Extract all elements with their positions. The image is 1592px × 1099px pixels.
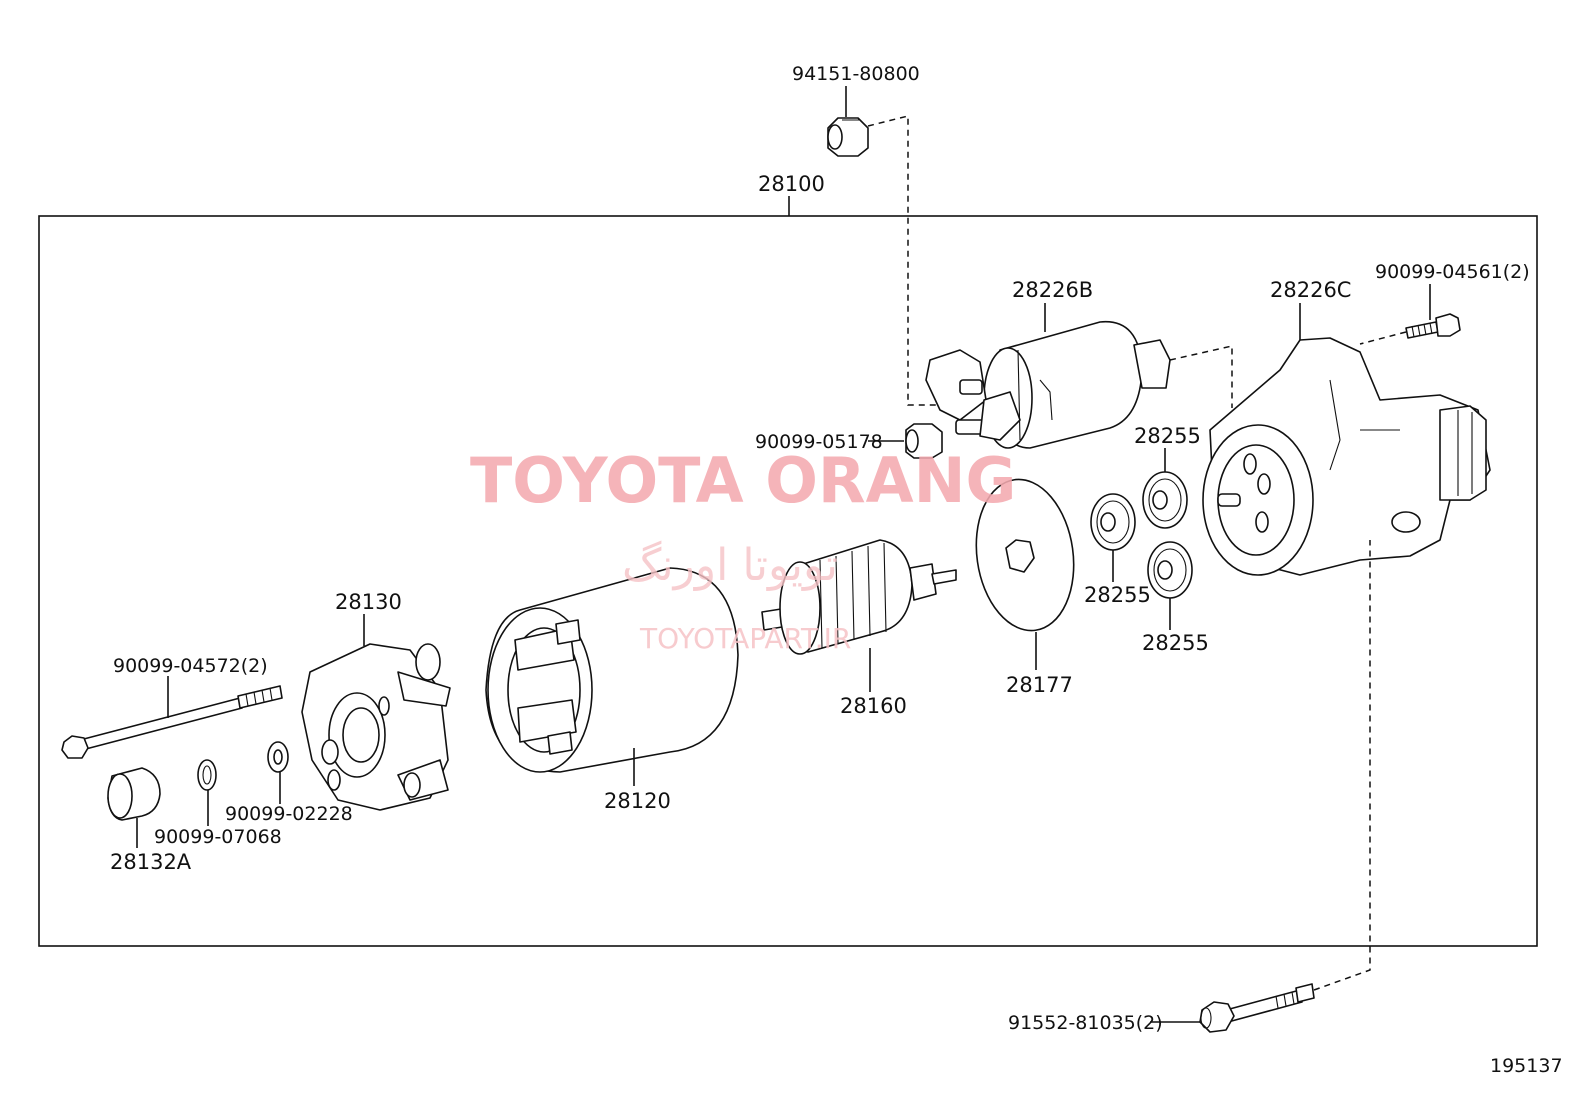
watermark-farsi: تویوتا اورنگ: [622, 540, 838, 591]
assembly-frame: [38, 215, 1538, 947]
watermark-main: TOYOTA ORANG: [470, 444, 1016, 517]
nut-94151-part[interactable]: [827, 117, 869, 157]
assembly-label[interactable]: 28100: [758, 172, 825, 196]
cap-label[interactable]: 28132A: [110, 850, 192, 874]
gear-bottom-part[interactable]: [1147, 541, 1193, 599]
armature-part[interactable]: [761, 539, 957, 655]
nut-94151-label[interactable]: 94151-80800: [792, 63, 920, 85]
housing-label[interactable]: 28226C: [1270, 278, 1351, 302]
nut-05178-part[interactable]: [905, 423, 943, 459]
bolt-91552-label[interactable]: 91552-81035(2): [1008, 1012, 1163, 1034]
screw-04561-part[interactable]: [1405, 313, 1461, 339]
cap-part[interactable]: [107, 767, 161, 821]
through-bolt-label[interactable]: 90099-04572(2): [113, 655, 268, 677]
gear-top-label[interactable]: 28255: [1134, 424, 1201, 448]
housing-part[interactable]: [1202, 337, 1491, 576]
through-bolt-part[interactable]: [61, 685, 283, 759]
clip-07068-part[interactable]: [197, 759, 217, 791]
yoke-part[interactable]: [485, 567, 739, 773]
screw-04561-dashline: [1359, 331, 1407, 345]
solenoid-dashline: [1169, 345, 1233, 408]
yoke-label[interactable]: 28120: [604, 789, 671, 813]
bolt-91552-dashline: [1313, 540, 1371, 991]
end-frame-part[interactable]: [301, 643, 451, 811]
solenoid-part[interactable]: [925, 320, 1171, 449]
cover-plate-label[interactable]: 28177: [1006, 673, 1073, 697]
washer-02228-part[interactable]: [267, 741, 289, 773]
watermark-sub: TOYOTAPART.IR: [639, 622, 851, 655]
end-frame-label[interactable]: 28130: [335, 590, 402, 614]
gear-top-part[interactable]: [1142, 471, 1188, 529]
gear-bottom-label[interactable]: 28255: [1142, 631, 1209, 655]
clip-07068-label[interactable]: 90099-07068: [154, 826, 282, 848]
washer-02228-label[interactable]: 90099-02228: [225, 803, 353, 825]
bolt-91552-part[interactable]: [1199, 983, 1315, 1033]
gear-left-label[interactable]: 28255: [1084, 583, 1151, 607]
solenoid-label[interactable]: 28226B: [1012, 278, 1093, 302]
nut-05178-label[interactable]: 90099-05178: [755, 431, 883, 453]
cover-plate-part[interactable]: [967, 473, 1083, 637]
figure-number: 195137: [1490, 1055, 1563, 1077]
screw-04561-label[interactable]: 90099-04561(2): [1375, 261, 1530, 283]
armature-label[interactable]: 28160: [840, 694, 907, 718]
nut-94151-dashline: [867, 115, 940, 406]
gear-left-part[interactable]: [1090, 493, 1136, 551]
